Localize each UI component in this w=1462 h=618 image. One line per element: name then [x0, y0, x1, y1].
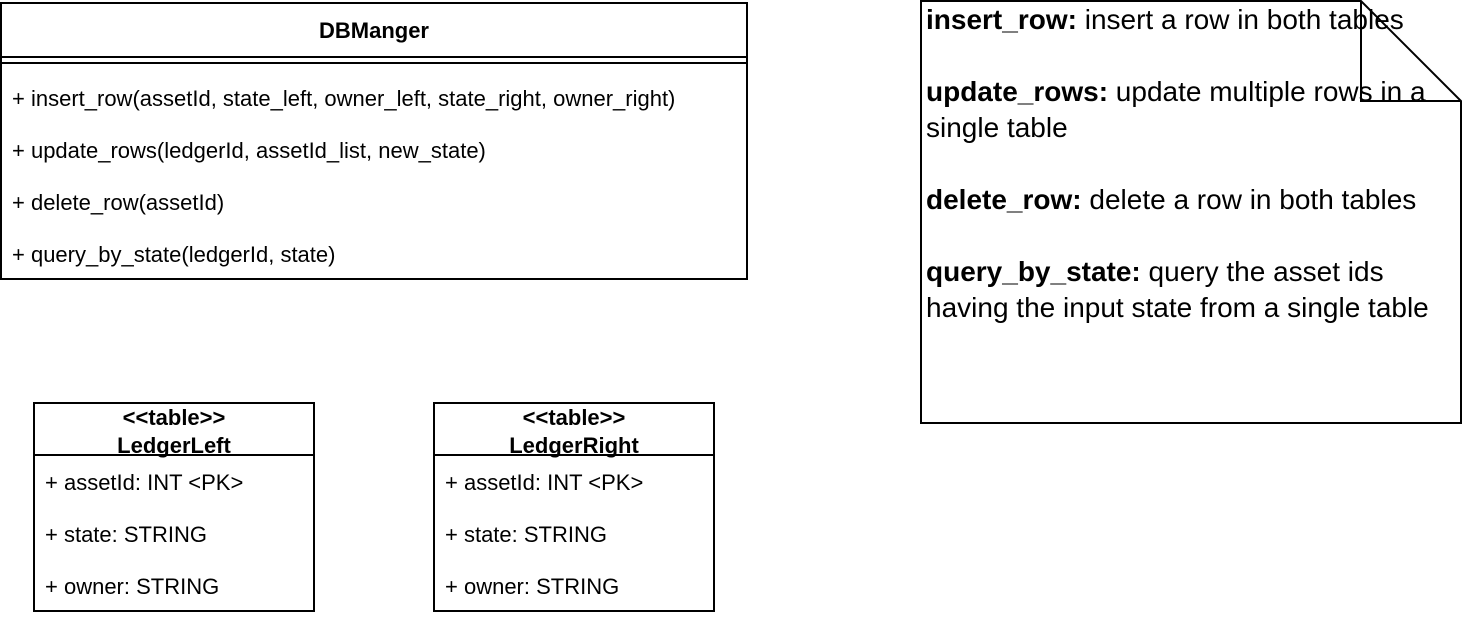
ledger-left-table[interactable]: <<table>> LedgerLeft + assetId: INT <PK>…: [33, 402, 315, 612]
stereotype-label: <<table>>: [122, 405, 226, 430]
note-description: delete a row in both tables: [1081, 184, 1417, 215]
note-term: delete_row:: [926, 184, 1082, 215]
ledger-right-table[interactable]: <<table>> LedgerRight + assetId: INT <PK…: [433, 402, 715, 612]
field-asset-id: + assetId: INT <PK>: [45, 470, 244, 495]
table-name: LedgerLeft: [117, 433, 231, 458]
dbmanager-class[interactable]: DBManger + insert_row(assetId, state_lef…: [0, 2, 748, 280]
method-update-rows: + update_rows(ledgerId, assetId_list, ne…: [12, 138, 486, 163]
method-query-by-state: + query_by_state(ledgerId, state): [12, 242, 336, 267]
note-item-delete-row: delete_row: delete a row in both tables: [926, 182, 1456, 218]
stereotype-label: <<table>>: [522, 405, 626, 430]
field-state: + state: STRING: [45, 522, 207, 547]
note-term: insert_row:: [926, 4, 1077, 35]
note-term: update_rows:: [926, 76, 1109, 107]
field-asset-id: + assetId: INT <PK>: [445, 470, 644, 495]
table-name: LedgerRight: [509, 433, 639, 458]
note-item-query-by-state: query_by_state: query the asset ids havi…: [926, 254, 1456, 326]
note-term: query_by_state:: [926, 256, 1141, 287]
class-name: DBManger: [318, 18, 429, 43]
note-text: insert_row: insert a row in both tables …: [926, 2, 1456, 362]
note-description: query the asset ids having the input sta…: [926, 256, 1429, 323]
divider: [2, 56, 746, 58]
table-header: <<table>> LedgerLeft: [35, 404, 313, 458]
field-owner: + owner: STRING: [445, 574, 620, 599]
note-description: insert a row in both tables: [1076, 4, 1404, 35]
method-insert-row: + insert_row(assetId, state_left, owner_…: [12, 86, 676, 111]
divider: [435, 454, 713, 456]
note-item-update-rows: update_rows: update multiple rows in a s…: [926, 74, 1456, 146]
divider: [2, 62, 746, 64]
field-owner: + owner: STRING: [45, 574, 220, 599]
note[interactable]: insert_row: insert a row in both tables …: [920, 0, 1462, 424]
note-item-insert-row: insert_row: insert a row in both tables: [926, 2, 1456, 38]
note-shape: [920, 0, 1462, 424]
divider: [35, 454, 313, 456]
field-state: + state: STRING: [445, 522, 607, 547]
method-delete-row: + delete_row(assetId): [12, 190, 225, 215]
table-header: <<table>> LedgerRight: [435, 404, 713, 458]
note-description: update multiple rows in a single table: [926, 76, 1426, 143]
